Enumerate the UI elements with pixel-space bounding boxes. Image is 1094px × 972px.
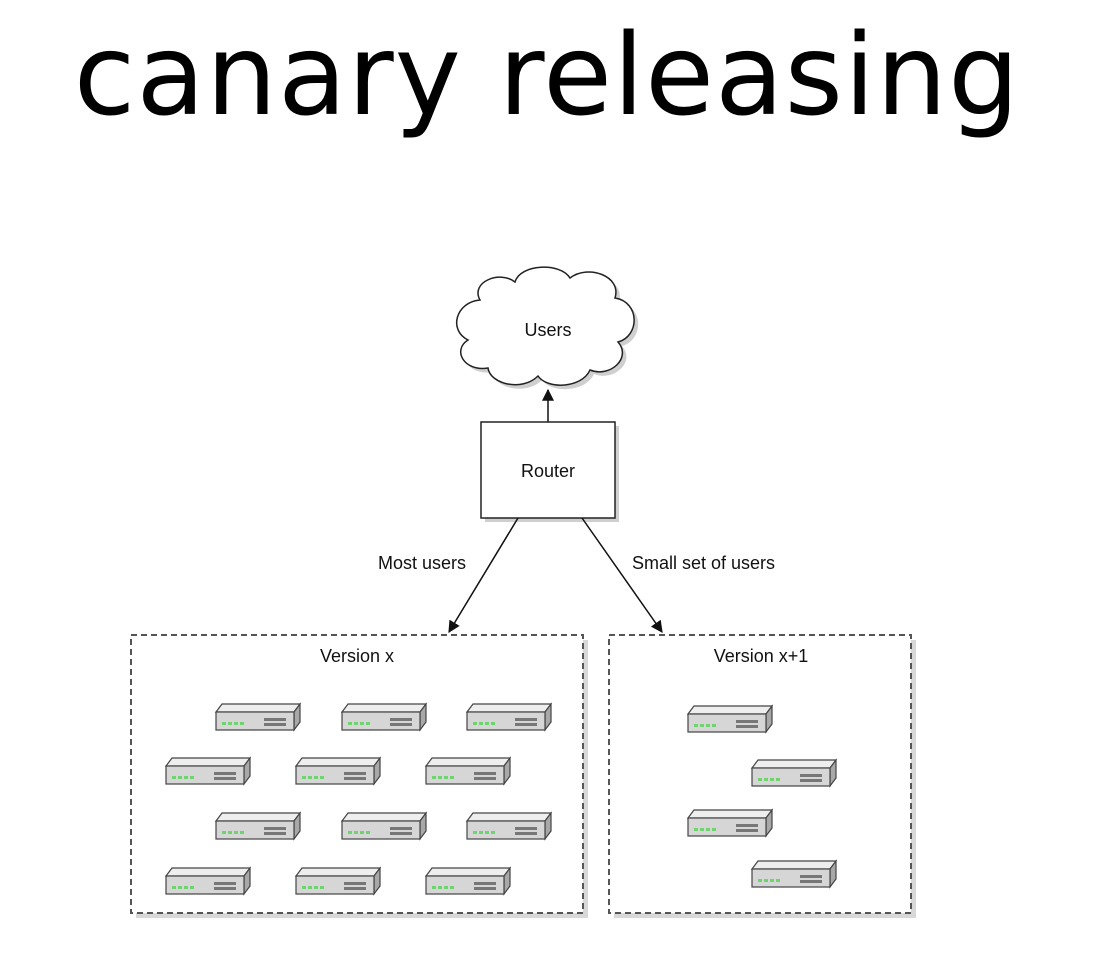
small-set-arrow [581,517,663,633]
server-icon [215,703,301,731]
router-box: Router [480,421,619,522]
server-icon [295,757,381,785]
slide-title: canary releasing [73,11,1021,141]
server-icon [425,757,511,785]
edge-label-most-users: Most users [378,553,466,573]
server-icon [687,809,773,837]
server-icon [751,759,837,787]
users-label: Users [524,320,571,340]
server-icon [295,867,381,895]
server-icon [341,812,427,840]
server-icon [751,860,837,888]
group-version-x-plus-1: Version x+1 [608,634,916,918]
router-label: Router [521,461,575,481]
server-icon [165,757,251,785]
server-icon [687,705,773,733]
server-icon [466,812,552,840]
most-users-arrow [448,517,519,634]
group-label-version-x: Version x [320,646,394,666]
edge-label-small-set: Small set of users [632,553,775,573]
server-icon [425,867,511,895]
server-icon [165,867,251,895]
group-label-version-x-plus-1: Version x+1 [714,646,809,666]
server-icon [341,703,427,731]
group-version-x: Version x [130,634,588,918]
server-icon [466,703,552,731]
users-cloud: Users [456,266,639,390]
server-icon [215,812,301,840]
